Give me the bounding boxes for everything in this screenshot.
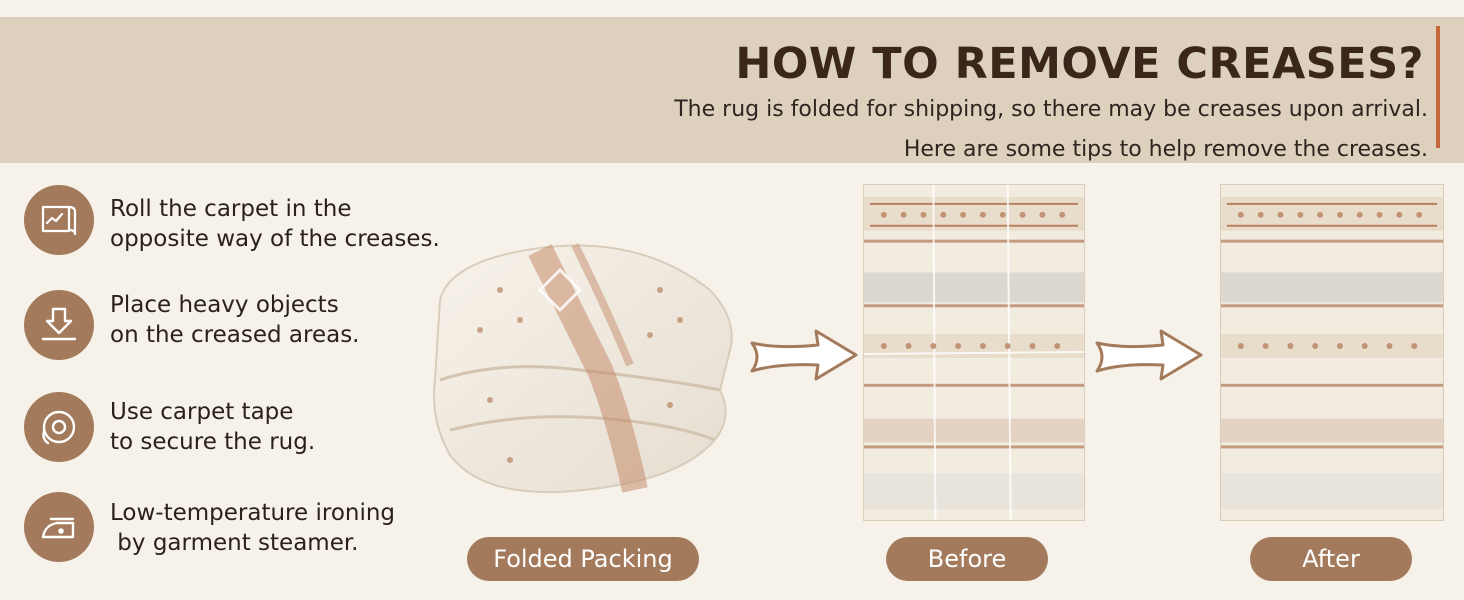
iron-icon [24,492,94,562]
label-before: Before [886,537,1048,581]
tip-text-heavy: Place heavy objects on the creased areas… [110,292,360,348]
subtitle-line-1: The rug is folded for shipping, so there… [674,97,1428,122]
label-after: After [1250,537,1412,581]
tip-text-iron: Low-temperature ironing by garment steam… [110,500,396,556]
folded-rug-image [420,230,740,500]
after-rug-image [1220,184,1444,521]
page-title: HOW TO REMOVE CREASES? [735,39,1424,89]
tape-roll-icon [24,392,94,462]
header-band: HOW TO REMOVE CREASES? The rug is folded… [0,17,1464,163]
before-rug-image [863,184,1085,521]
subtitle-line-2: Here are some tips to help remove the cr… [903,137,1428,162]
tip-text-tape: Use carpet tape to secure the rug. [110,399,316,455]
arrow-right-icon [748,325,860,385]
tip-text-roll: Roll the carpet in the opposite way of t… [110,196,440,252]
label-folded-packing: Folded Packing [467,537,699,581]
arrow-right-icon-2 [1093,325,1205,385]
accent-bar [1436,26,1440,148]
download-press-icon [24,290,94,360]
rolled-map-icon [24,185,94,255]
